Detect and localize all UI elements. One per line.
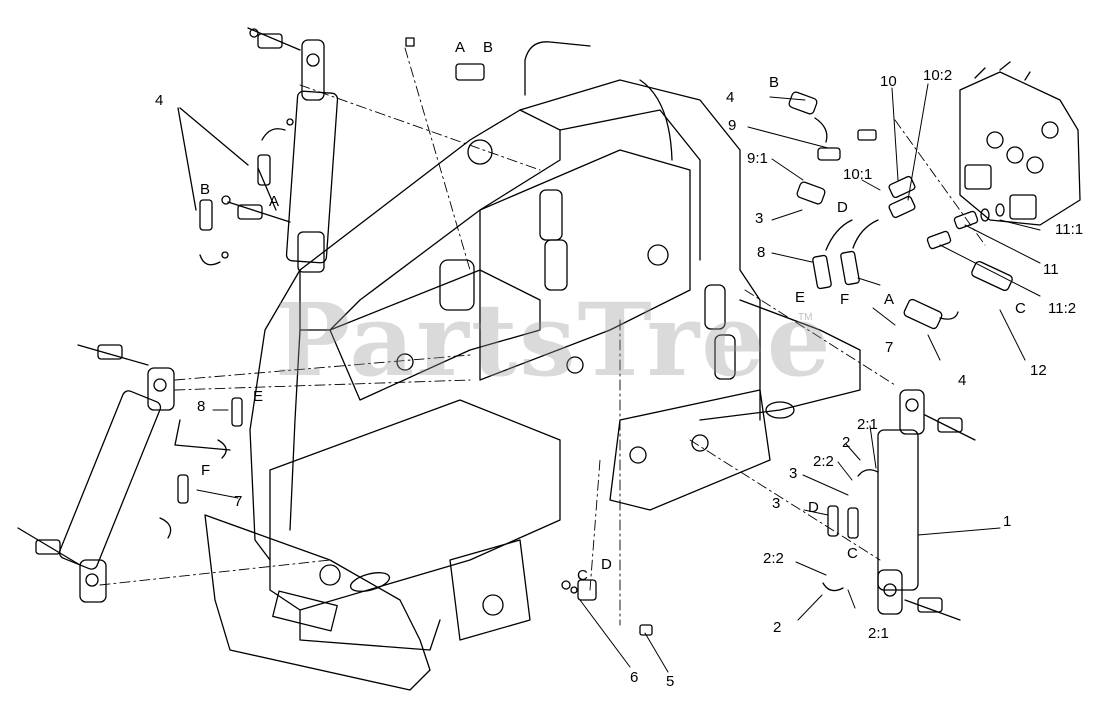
partstree-watermark: PartsTree	[275, 281, 833, 399]
callout-2-1-bottom: 2:1	[868, 625, 889, 642]
callout-2-2-bottom: 2:2	[763, 550, 784, 567]
center-small-parts	[405, 37, 653, 636]
callout-leaders	[196, 83, 1041, 673]
callout-8-left: 8	[197, 398, 206, 415]
callout-D-center: D	[601, 556, 612, 573]
left-upper-fittings	[177, 107, 294, 266]
callout-C-br: C	[847, 545, 858, 562]
callout-10-2: 10:2	[923, 67, 953, 84]
callout-E-right: E	[795, 289, 806, 306]
callout-D-br: D	[808, 499, 819, 516]
callout-D-right: D	[837, 199, 848, 216]
callout-A-left: A	[269, 193, 280, 210]
callout-2-2-top: 2:2	[813, 453, 834, 470]
callout-A-top: A	[455, 39, 466, 56]
leader-lines	[99, 47, 986, 626]
callout-6: 6	[630, 669, 639, 686]
callout-9: 9	[728, 117, 737, 134]
callout-B-left: B	[200, 181, 211, 198]
callout-E-left: E	[253, 388, 264, 405]
left-lower-cylinder	[17, 344, 243, 603]
watermark-trademark: TM	[798, 312, 813, 323]
callout-B-right: B	[769, 74, 780, 91]
callout-4-right-bottom: 4	[958, 372, 967, 389]
callout-2-bottom: 2	[773, 619, 782, 636]
callout-3-br-top: 3	[789, 465, 798, 482]
callout-C-center: C	[577, 567, 588, 584]
callout-11-2: 11:2	[1048, 300, 1077, 317]
left-upper-cylinder	[221, 27, 339, 273]
callout-4-right-top: 4	[726, 89, 735, 106]
callout-F-right: F	[840, 291, 850, 308]
callout-F-left: F	[201, 462, 211, 479]
callout-B-top: B	[483, 39, 494, 56]
callout-10-1: 10:1	[843, 166, 873, 183]
loader-frame	[204, 41, 861, 691]
callout-2-1-top: 2:1	[857, 416, 878, 433]
callout-12: 12	[1030, 362, 1047, 379]
callout-A-right: A	[884, 291, 895, 308]
callout-5: 5	[666, 673, 675, 690]
callout-C-right: C	[1015, 300, 1026, 317]
control-valve	[959, 61, 1081, 226]
callout-9-1: 9:1	[747, 150, 768, 167]
callout-1: 1	[1003, 513, 1012, 530]
callout-3-br-mid: 3	[772, 495, 781, 512]
callout-11-1: 11:1	[1055, 221, 1084, 238]
callout-4-left: 4	[155, 92, 164, 109]
callout-11: 11	[1043, 261, 1059, 278]
callout-3-right: 3	[755, 210, 764, 227]
callout-10: 10	[880, 73, 897, 90]
right-lower-cylinder	[822, 389, 976, 621]
callout-2-top: 2	[842, 434, 851, 451]
callout-8-right: 8	[757, 244, 766, 261]
right-fittings	[788, 91, 1013, 330]
callout-7-right: 7	[885, 339, 894, 356]
callout-7-left: 7	[234, 493, 243, 510]
